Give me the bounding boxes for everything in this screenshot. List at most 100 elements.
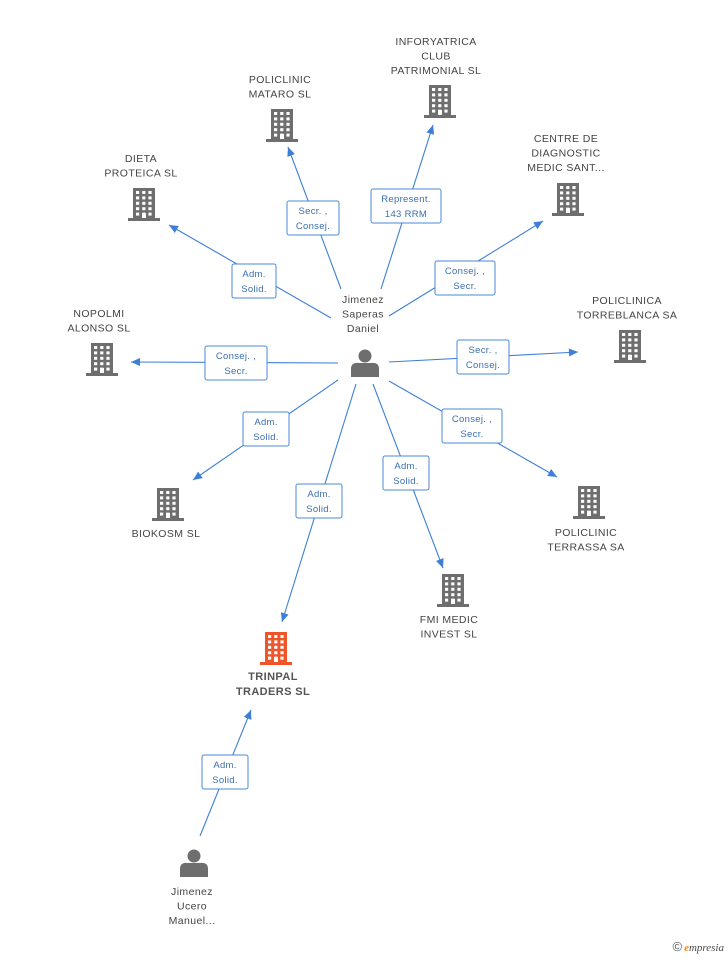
relation-label-text: Solid. [393, 476, 419, 487]
node-dieta-proteica[interactable]: DIETA PROTEICA SL [104, 153, 177, 221]
copyright-icon: © [672, 939, 683, 954]
node-label: DIETA [125, 153, 157, 165]
node-label: TERRASSA SA [547, 542, 624, 554]
arrowhead-icon [287, 147, 295, 157]
relation-label-text: Consej. , [452, 414, 492, 425]
node-policlinica-torreblanca[interactable]: POLICLINICA TORREBLANCA SA [577, 295, 678, 363]
node-label: PATRIMONIAL SL [391, 65, 482, 77]
relation-label-text: Adm. [242, 269, 265, 280]
relation-label[interactable]: Consej. , Secr. [441, 408, 503, 444]
relation-label[interactable]: Represent. 143 RRM [370, 188, 442, 224]
node-label: Jimenez [342, 294, 384, 306]
relation-label[interactable]: Secr. ,Consej. [456, 339, 510, 375]
relation-label-text: Consej. , [216, 351, 256, 362]
node-label: POLICLINIC [555, 527, 617, 539]
arrowhead-icon [533, 221, 543, 230]
node-label: TRADERS SL [236, 686, 310, 698]
relation-label[interactable]: Adm. Solid. [201, 754, 249, 790]
node-label: TRINPAL [248, 671, 298, 683]
person-icon [180, 849, 208, 877]
empresia-watermark: ©empresia [672, 939, 724, 954]
relation-label-text: Secr. , [298, 206, 327, 217]
building-icon [152, 488, 184, 521]
relation-label-text: Secr. [224, 366, 247, 377]
building-icon [552, 183, 584, 216]
node-label: INFORYATRICA [395, 36, 476, 48]
relation-label-text: Secr. [453, 281, 476, 292]
relation-label[interactable]: Adm. Solid. [242, 411, 290, 447]
arrowhead-icon [280, 612, 289, 622]
node-label: CLUB [421, 51, 451, 63]
node-label: Jimenez [171, 886, 213, 898]
node-label: Manuel... [169, 915, 216, 927]
building-icon [260, 632, 292, 665]
relation-label-text: Consej. [466, 360, 500, 371]
relation-label-text: Consej. , [445, 266, 485, 277]
relation-label-text: Adm. [394, 461, 417, 472]
arrowhead-icon [243, 710, 252, 720]
node-label: PROTEICA SL [104, 168, 177, 180]
node-label: POLICLINICA [592, 295, 662, 307]
relation-label[interactable]: Adm. Solid. [295, 483, 343, 519]
relation-label-box [295, 483, 343, 519]
node-label: Ucero [177, 901, 207, 913]
node-policlinic-terrassa[interactable]: POLICLINIC TERRASSA SA [547, 486, 624, 554]
relation-label-text: Represent. [381, 194, 430, 205]
node-label: INVEST SL [420, 629, 477, 641]
relation-label[interactable]: Adm. Solid. [231, 263, 277, 299]
node-label: Saperas [342, 309, 384, 321]
relation-label-box [286, 200, 340, 236]
node-label: Daniel [347, 323, 379, 335]
node-jimenez-ucero[interactable]: JimenezUceroManuel... [169, 849, 216, 928]
brand-name: mpresia [688, 942, 724, 954]
arrowhead-icon [426, 125, 435, 135]
relation-label-box [231, 263, 277, 299]
relation-label-text: Adm. [213, 760, 236, 771]
person-icon [351, 349, 379, 377]
relation-label-box [204, 345, 268, 381]
relation-label-text: Secr. [460, 429, 483, 440]
node-label: FMI MEDIC [420, 614, 478, 626]
node-inforyatrica[interactable]: INFORYATRICA CLUB PATRIMONIAL SL [391, 36, 482, 118]
relation-label-text: Adm. [254, 417, 277, 428]
node-centre-diagnostic[interactable]: CENTRE DE DIAGNOSTIC MEDIC SANT... [527, 133, 605, 216]
building-icon [614, 330, 646, 363]
building-icon [86, 343, 118, 376]
node-fmi-medic[interactable]: FMI MEDIC INVEST SL [420, 574, 478, 641]
arrowhead-icon [169, 225, 179, 233]
node-label: POLICLINIC [249, 74, 311, 86]
arrowhead-icon [547, 469, 557, 477]
relation-label-box [242, 411, 290, 447]
node-label: CENTRE DE [534, 133, 598, 145]
relation-label[interactable]: Secr. , Consej. [286, 200, 340, 236]
arrowhead-icon [436, 558, 444, 568]
arrowhead-icon [568, 348, 578, 357]
node-label: MEDIC SANT... [527, 162, 605, 174]
relation-label-box [434, 260, 496, 296]
relation-label-text: Solid. [253, 432, 279, 443]
node-label: TORREBLANCA SA [577, 310, 678, 322]
building-icon [128, 188, 160, 221]
relation-label-box [382, 455, 430, 491]
relation-label-text: 143 RRM [385, 209, 427, 220]
relation-label-text: Solid. [212, 775, 238, 786]
node-biokosm[interactable]: BIOKOSM SL [132, 488, 201, 540]
relation-label-box [441, 408, 503, 444]
node-label: ALONSO SL [67, 323, 130, 335]
relation-label-box [370, 188, 442, 224]
relation-label-text: Consej. [296, 221, 330, 232]
relation-label[interactable]: Adm. Solid. [382, 455, 430, 491]
building-icon [437, 574, 469, 607]
building-icon [424, 85, 456, 118]
relation-label-text: Adm. [307, 489, 330, 500]
node-label: DIAGNOSTIC [531, 148, 600, 160]
relation-label[interactable]: Consej. , Secr. [204, 345, 268, 381]
relation-label-text: Solid. [306, 504, 332, 515]
node-trinpal[interactable]: TRINPAL TRADERS SL [236, 632, 310, 698]
relation-label[interactable]: Consej. , Secr. [434, 260, 496, 296]
relation-label-text: Solid. [241, 284, 267, 295]
